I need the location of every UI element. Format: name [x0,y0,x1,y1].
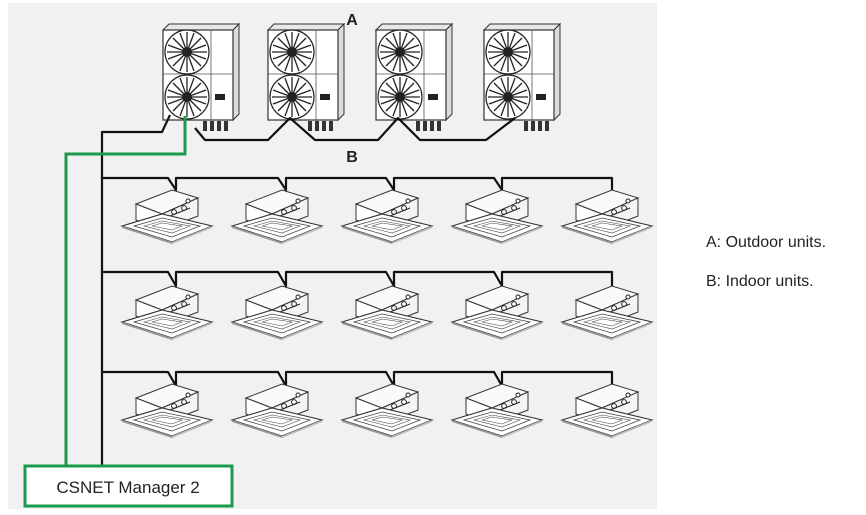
legend-outdoor-units: A: Outdoor units. [706,234,826,252]
csnet-manager-label: CSNET Manager 2 [56,478,199,497]
outdoor-unit [163,24,239,131]
outdoor-unit [484,24,560,131]
label-b: B [346,149,358,166]
outdoor-unit [268,24,344,131]
outdoor-unit [376,24,452,131]
label-a: A [346,12,358,29]
legend-indoor-units: B: Indoor units. [706,273,814,291]
